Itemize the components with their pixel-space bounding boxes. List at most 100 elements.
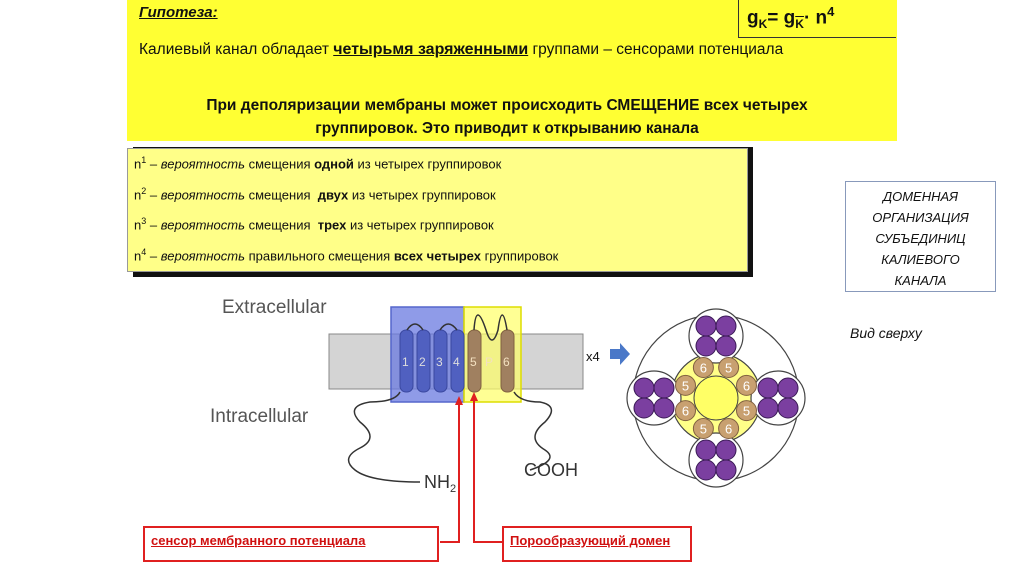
pore-helix xyxy=(735,374,757,396)
hypothesis-text-after: группами – сенсорами потенциала xyxy=(528,41,784,58)
pore-helix xyxy=(675,374,697,396)
hypothesis-bold-statement: При деполяризации мембраны может происхо… xyxy=(206,97,808,137)
prob-word: вероятность xyxy=(160,217,245,233)
segment-label: 3 xyxy=(436,355,443,369)
prob-mid: смещения xyxy=(244,187,318,203)
connectors xyxy=(440,398,502,543)
conductance-formula: gK= gK· n4 xyxy=(747,4,834,31)
sensor-helix xyxy=(653,377,675,399)
prob-dash: – xyxy=(146,187,161,203)
pore-helix-label: 6 xyxy=(743,378,750,393)
pore-helix-label: 5 xyxy=(725,361,732,376)
helices xyxy=(399,314,515,393)
prob-n: n xyxy=(134,217,142,233)
prob-bold: трех xyxy=(317,217,347,233)
pore-helix xyxy=(735,400,757,422)
prob-end: из четырех группировок xyxy=(353,156,502,172)
n-terminus xyxy=(347,391,421,483)
prob-mid: смещения xyxy=(244,217,318,233)
cooh-label: COOH xyxy=(524,460,578,480)
prob-mid: смещения xyxy=(244,156,315,172)
domain-organization-box: ДОМЕННАЯ ОРГАНИЗАЦИЯ СУБЪЕДИНИЦ КАЛИЕВОГ… xyxy=(845,181,996,292)
prob-end: из четырех группировок xyxy=(346,217,494,233)
multiplier-label: x4 xyxy=(586,349,600,364)
probability-line: n4 – вероятность правильного смещения вс… xyxy=(134,247,558,263)
formula-sub2: K xyxy=(795,17,804,32)
probability-panel: n 1 – вероятность смещения одной из четыр… xyxy=(127,148,748,272)
segment-label: 6 xyxy=(503,355,510,369)
pore-helix-label: 6 xyxy=(725,421,732,436)
top-view-diagram xyxy=(632,314,800,482)
prob-mid: правильного смещения xyxy=(244,248,394,264)
nh2-label: NH2 xyxy=(424,472,456,495)
sensor-helix xyxy=(653,397,675,419)
formula-rest: · n xyxy=(803,7,828,29)
sensor-helix xyxy=(715,315,737,337)
extracellular-label: Extracellular xyxy=(222,297,327,318)
pore-helix-label: 5 xyxy=(743,404,750,419)
prob-word: вероятность xyxy=(160,248,245,264)
prob-dash: – xyxy=(146,248,161,264)
arrow-head xyxy=(455,396,463,405)
hypothesis-title: Гипотеза: xyxy=(139,4,218,21)
domain-line: КАЛИЕВОГО xyxy=(881,252,960,267)
hypothesis-text-strong: четырьмя заряженными xyxy=(333,41,529,58)
sensor-helix xyxy=(695,315,717,337)
prob-word: вероятность xyxy=(160,187,245,203)
prob-dash: – xyxy=(146,217,161,233)
segment-label: P xyxy=(485,355,493,369)
pore-label: Порообразующий домен xyxy=(502,526,692,562)
domain-line: ОРГАНИЗАЦИЯ xyxy=(872,210,969,225)
sensor-helix xyxy=(715,439,737,461)
hypothesis-text: Калиевый канал обладает четырьмя заряжен… xyxy=(139,38,839,62)
sensor-helix xyxy=(757,397,779,419)
sensor-helix xyxy=(695,459,717,481)
sensor-helix xyxy=(777,397,799,419)
domain-line: КАНАЛА xyxy=(894,273,947,288)
domain-line: СУБЪЕДИНИЦ xyxy=(875,231,966,246)
voltage-sensor-cluster xyxy=(688,432,744,488)
prob-n: n xyxy=(134,248,142,264)
voltage-sensor-cluster xyxy=(750,370,806,426)
pore-helix xyxy=(692,357,714,379)
prob-n: n xyxy=(134,187,142,203)
sensor-helix xyxy=(633,377,655,399)
prob-word: вероятность xyxy=(160,156,245,172)
prob-bold: двух xyxy=(317,187,349,203)
prob-bold: всех четырех xyxy=(393,248,481,264)
pore-helix xyxy=(675,400,697,422)
prob-exp: 1 xyxy=(141,155,147,165)
prob-exp: 3 xyxy=(141,216,147,226)
sensor-label: сенсор мембранного потенциала xyxy=(143,526,439,562)
prob-bold: одной xyxy=(314,156,354,172)
sensor-helix xyxy=(777,377,799,399)
pore-helix xyxy=(718,357,740,379)
c-terminus xyxy=(513,391,553,471)
segment-label: 1 xyxy=(402,355,409,369)
formula-g: g xyxy=(747,7,759,29)
segment-label: 2 xyxy=(419,355,426,369)
probability-line: n3 – вероятность смещения трех из четыре… xyxy=(134,216,494,232)
pore-helix-label: 6 xyxy=(700,361,707,376)
sensor-helix xyxy=(695,335,717,357)
intracellular-label: Intracellular xyxy=(210,406,309,427)
probability-line: n1 – вероятность смещения одной из четыр… xyxy=(134,155,501,171)
formula-exp: 4 xyxy=(827,4,835,19)
pore-helix-label: 6 xyxy=(682,404,689,419)
sensor-helix xyxy=(633,397,655,419)
pore-helix-label: 5 xyxy=(682,378,689,393)
pore-helix xyxy=(718,417,740,439)
domain-line: ДОМЕННАЯ xyxy=(882,189,959,204)
probability-line: n2 – вероятность смещения двух из четыре… xyxy=(134,186,496,202)
pore-helix-label: 5 xyxy=(700,421,707,436)
formula-box: gK= gK· n4 xyxy=(738,0,896,38)
top-view-label: Вид сверху xyxy=(850,325,922,341)
segment-label: 5 xyxy=(470,355,477,369)
sensor-helix xyxy=(695,439,717,461)
prob-end: из четырех группировок xyxy=(348,187,496,203)
sensor-helix xyxy=(757,377,779,399)
prob-dash: – xyxy=(146,156,161,172)
sensor-helix xyxy=(715,335,737,357)
